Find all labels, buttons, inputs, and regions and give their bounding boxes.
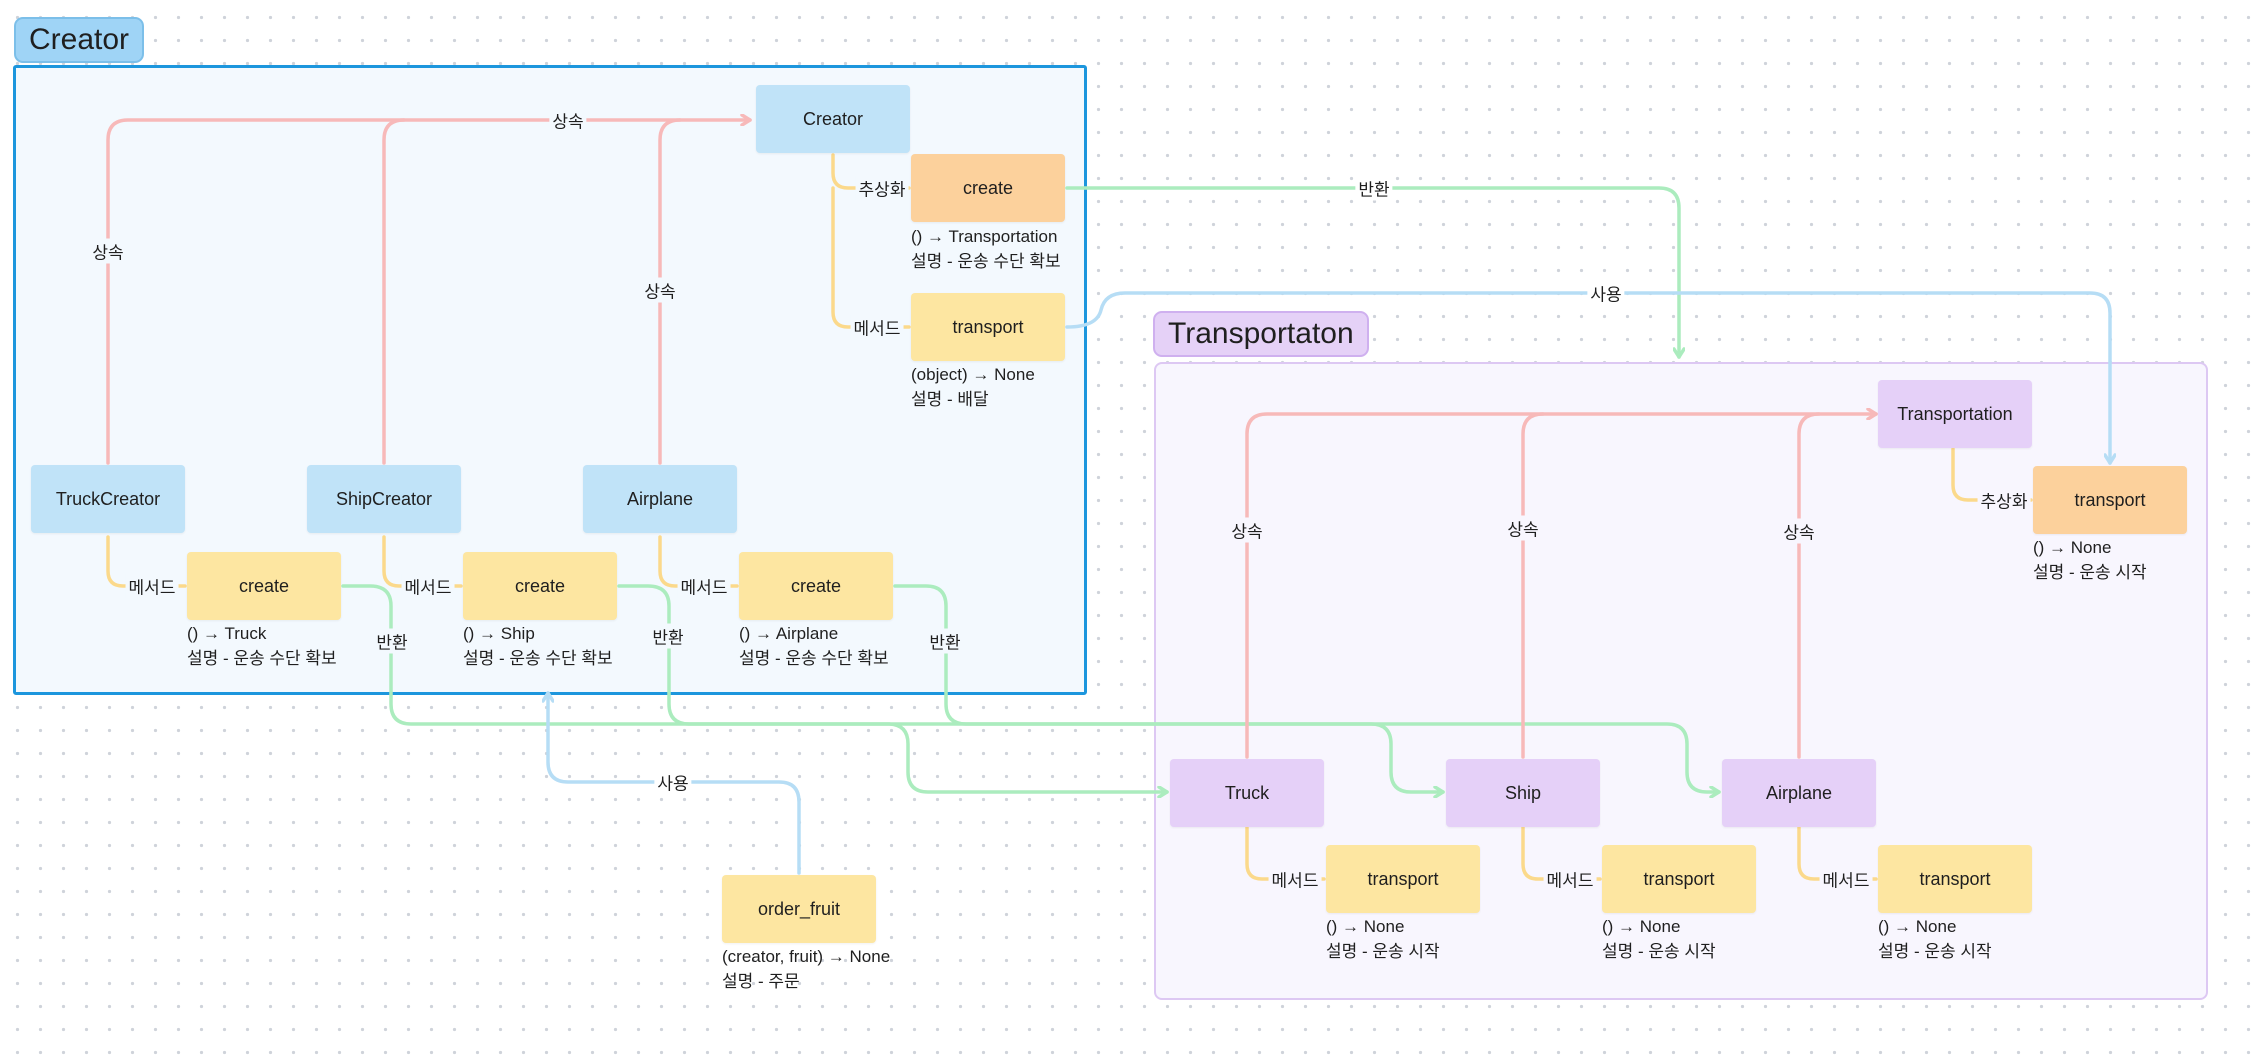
label-method-ship: 메서드 [1543, 866, 1597, 892]
label-inherit-truck: 상속 [1228, 517, 1266, 543]
label-inherit-airplane: 상속 [1780, 518, 1818, 544]
tc-create-sig-text: () → Truck [187, 624, 267, 643]
sc-create-sig-text: () → Ship [463, 624, 535, 643]
ship-transport-desc-text: 설명 - 운송 시작 [1602, 942, 1716, 961]
ac-create-desc-text: 설명 - 운송 수단 확보 [739, 649, 889, 668]
airplane-transport-signature: () → None 설명 - 운송 시작 [1878, 914, 1992, 964]
creator-transport-signature: (object) → None 설명 - 배달 [911, 362, 1035, 412]
order-fruit-function[interactable]: order_fruit [722, 875, 876, 943]
label-return-ship: 반환 [649, 623, 687, 649]
creator-transport-desc-text: 설명 - 배달 [911, 390, 989, 409]
tr-transport-desc-text: 설명 - 운송 시작 [2033, 563, 2147, 582]
label-abstract-transportation: 추상화 [1977, 487, 2031, 513]
label-abstract-creator: 추상화 [855, 175, 909, 201]
truck-class-node[interactable]: Truck [1170, 759, 1324, 827]
tr-transport-sig-text: () → None [2033, 538, 2112, 557]
label-method-shipcreator: 메서드 [401, 573, 455, 599]
truckcreator-class-node[interactable]: TruckCreator [31, 465, 185, 533]
label-method-airplane: 메서드 [1819, 866, 1873, 892]
shipcreator-create-method[interactable]: create [463, 552, 617, 620]
order-fruit-sig-text: (creator, fruit) → None [722, 947, 891, 966]
airplanecreator-create-signature: () → Airplane 설명 - 운송 수단 확보 [739, 621, 889, 671]
truckcreator-create-method[interactable]: create [187, 552, 341, 620]
label-return-airplane: 반환 [926, 628, 964, 654]
ship-class-node[interactable]: Ship [1446, 759, 1600, 827]
truck-transport-signature: () → None 설명 - 운송 시작 [1326, 914, 1440, 964]
truck-transport-sig-text: () → None [1326, 917, 1405, 936]
transportation-frame-title[interactable]: Transportaton [1153, 311, 1369, 357]
label-method-truck: 메서드 [1268, 866, 1322, 892]
ac-create-sig-text: () → Airplane [739, 624, 839, 643]
transportation-transport-signature: () → None 설명 - 운송 시작 [2033, 535, 2147, 585]
airplanecreator-class-node[interactable]: Airplane [583, 465, 737, 533]
label-inherit-ship: 상속 [1504, 515, 1542, 541]
creator-transport-method[interactable]: transport [911, 293, 1065, 361]
truck-transport-desc-text: 설명 - 운송 시작 [1326, 942, 1440, 961]
label-inherit-truckcreator: 상속 [89, 238, 127, 264]
label-method-airplanecreator: 메서드 [677, 573, 731, 599]
airplane-transport-sig-text: () → None [1878, 917, 1957, 936]
truckcreator-create-signature: () → Truck 설명 - 운송 수단 확보 [187, 621, 337, 671]
label-return-truck: 반환 [373, 628, 411, 654]
creator-frame-title[interactable]: Creator [14, 17, 145, 63]
creator-create-method[interactable]: create [911, 154, 1065, 222]
creator-class-node[interactable]: Creator [756, 85, 910, 153]
transportation-class-node[interactable]: Transportation [1878, 380, 2032, 448]
sc-create-desc-text: 설명 - 운송 수단 확보 [463, 649, 613, 668]
order-fruit-signature: (creator, fruit) → None 설명 - 주문 [722, 944, 890, 994]
airplane-class-node[interactable]: Airplane [1722, 759, 1876, 827]
creator-create-signature: () → Transportation 설명 - 운송 수단 확보 [911, 224, 1061, 274]
label-inherit-top: 상속 [549, 107, 587, 133]
label-inherit-airplanecreator: 상속 [641, 277, 679, 303]
airplane-transport-method[interactable]: transport [1878, 845, 2032, 913]
ship-transport-sig-text: () → None [1602, 917, 1681, 936]
airplane-transport-desc-text: 설명 - 운송 시작 [1878, 942, 1992, 961]
ship-transport-signature: () → None 설명 - 운송 시작 [1602, 914, 1716, 964]
label-use-transport: 사용 [1587, 280, 1625, 306]
shipcreator-class-node[interactable]: ShipCreator [307, 465, 461, 533]
creator-transport-sig-text: (object) → None [911, 365, 1035, 384]
truck-transport-method[interactable]: transport [1326, 845, 1480, 913]
label-return-create: 반환 [1355, 175, 1393, 201]
creator-create-desc-text: 설명 - 운송 수단 확보 [911, 252, 1061, 271]
airplanecreator-create-method[interactable]: create [739, 552, 893, 620]
label-method-truckcreator: 메서드 [125, 573, 179, 599]
label-method-creator-transport: 메서드 [850, 314, 904, 340]
transportation-transport-method[interactable]: transport [2033, 466, 2187, 534]
label-use-order-fruit: 사용 [654, 769, 692, 795]
creator-create-sig-text: () → Transportation [911, 227, 1058, 246]
tc-create-desc-text: 설명 - 운송 수단 확보 [187, 649, 337, 668]
shipcreator-create-signature: () → Ship 설명 - 운송 수단 확보 [463, 621, 613, 671]
ship-transport-method[interactable]: transport [1602, 845, 1756, 913]
order-fruit-desc-text: 설명 - 주문 [722, 972, 800, 991]
